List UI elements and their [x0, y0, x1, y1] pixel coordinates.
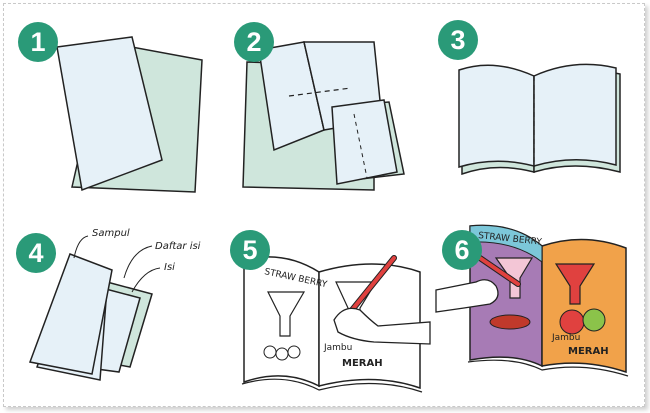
diagram-frame: 1 2 3: [3, 3, 645, 407]
label-daftar-isi: Daftar isi: [155, 241, 201, 252]
label-isi: Isi: [164, 262, 175, 273]
step-4-panel: Sampul Daftar isi Isi 4: [12, 212, 222, 412]
step-5-panel: STRAW BERRY Jambu MERAH 5: [224, 212, 434, 412]
step-2-panel: 2: [224, 12, 434, 212]
step-number-badge: 4: [16, 233, 56, 273]
step-number-badge: 5: [230, 230, 270, 270]
book-caption-1: Jambu: [551, 333, 580, 343]
step-1-panel: 1: [12, 12, 222, 212]
step-number-badge: 1: [18, 22, 58, 62]
step-number-badge: 3: [438, 20, 478, 60]
step-3-panel: 3: [434, 12, 644, 212]
label-sampul: Sampul: [92, 228, 130, 239]
book-caption-1: Jambu: [323, 343, 352, 353]
book-caption-2: MERAH: [568, 346, 609, 357]
step-number-badge: 2: [234, 22, 274, 62]
book-caption-2: MERAH: [342, 358, 383, 369]
step-number-badge: 6: [442, 230, 482, 270]
step-6-panel: STRAW BERRY Jambu MERAH 6: [434, 212, 644, 412]
